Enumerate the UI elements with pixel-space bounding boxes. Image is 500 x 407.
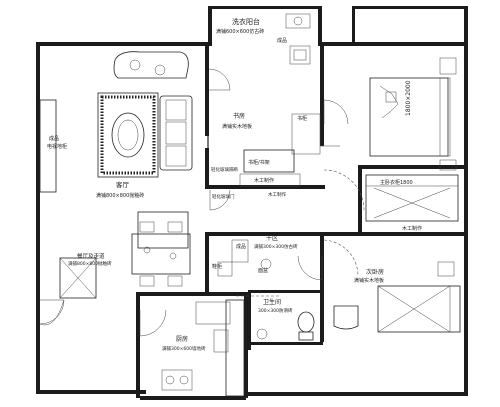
washing-machine-icon [285,13,311,29]
bathroom: 卫生间 300×300防滑砖 [256,255,323,341]
room-finish-second-bedroom: 满铺实木地板 [354,277,384,284]
entrance-door-icon [39,299,65,325]
fixture-finished-cabinet-2: 成品 [236,243,246,250]
master-bedroom: 1800×2000 主卧衣柜1800 木工制作 [323,57,459,232]
fixture-finished-cabinet: 成品 [277,37,287,44]
room-finish-living: 满铺800×800抛釉砖 [96,192,144,199]
room-finish-laundry: 满铺600×600仿古砖 [216,28,264,35]
desk-icon [243,149,295,173]
kitchen: 厨房 满铺300×600墙地砖 鞋柜 [139,263,280,397]
rug-icon [97,92,159,178]
bed-size-label: 1800×2000 [405,80,412,116]
nightstand-2-icon [437,261,455,277]
room-finish-study: 满铺实木地板 [222,123,252,130]
shoe-cabinet-icon [59,257,97,299]
wardrobe-icon [365,174,459,222]
fixture-tv-cabinet-1: 成品 [49,135,59,142]
room-name-laundry: 洗衣阳台 [232,17,260,26]
tv-cabinet-icon [39,99,57,193]
fixture-bookshelf: 书柜 [297,115,307,122]
bookshelf-icon [291,113,321,155]
desk-chair-icon [333,305,359,330]
second-bed-icon [377,285,461,333]
living-room: 成品 电视地柜 客厅 满铺800×800抛釉砖 [39,51,193,199]
walls [36,6,468,400]
toilet-icon [297,311,315,333]
fixture-wardrobe: 主卧衣柜1800 [380,179,413,186]
basin-icon [260,258,272,270]
fixture-study-shelf: 书柜/书架 [248,159,270,166]
room-finish-bathroom: 300×300防滑砖 [258,307,293,314]
fixture-carpentry-2: 木工制作 [268,191,286,198]
master-door-icon [323,99,349,125]
fixture-tv-cabinet-2: 电视地柜 [47,143,67,150]
sink-icon [213,329,229,353]
finished-cabinet-icon [231,239,249,263]
bed-icon [369,77,449,157]
dining-table-icon [131,233,191,275]
study-room: 书柜 书柜/书架 木工制作 书房 满铺实木地板 轻化玻璃隔断 轻化玻璃门 [207,68,321,200]
second-bedroom: 次卧房 满铺实木地板 [323,239,461,333]
fridge-icon [195,301,231,325]
fixture-partition-1: 轻化玻璃隔断 [211,166,238,173]
room-finish-dry: 满铺300×300仿古砖 [254,243,298,250]
fixture-partition-2: 轻化玻璃门 [212,193,235,200]
room-finish-kitchen: 满铺300×600墙地砖 [162,345,206,352]
room-name-bathroom: 卫生间 [263,298,281,306]
fixture-basin: 面盆 [258,267,268,274]
room-name-dining: 餐厅及走道 [77,252,105,260]
room-name-living: 客厅 [116,180,130,189]
fixture-carpentry: 木工制作 [402,225,422,232]
dining-area: 餐厅及走道 满铺800×800抛釉砖 [39,211,191,326]
room-finish-dining: 满铺800×800抛釉砖 [68,260,112,267]
bar-counter-icon [137,211,189,249]
nightstand-icon [439,57,457,75]
laundry-balcony: 洗衣阳台 满铺600×600仿古砖 成品 [216,13,311,65]
stove-icon [161,369,193,391]
room-name-study: 书房 [233,112,245,120]
room-name-second-bedroom: 次卧房 [366,268,384,276]
lounge-sofa-icon [113,51,189,79]
cabinet-icon [289,45,311,65]
dry-area: 成品 面盆 干区 满铺300×300仿古砖 [217,235,298,277]
sofa-icon [159,95,193,171]
room-name-kitchen: 厨房 [176,335,188,343]
fixture-study-shelf-2: 木工制作 [254,177,274,184]
room-name-dry: 干区 [266,235,278,242]
kitchen-counter-icon [225,299,245,397]
fixture-shoe-cabinet: 鞋柜 [212,263,222,270]
